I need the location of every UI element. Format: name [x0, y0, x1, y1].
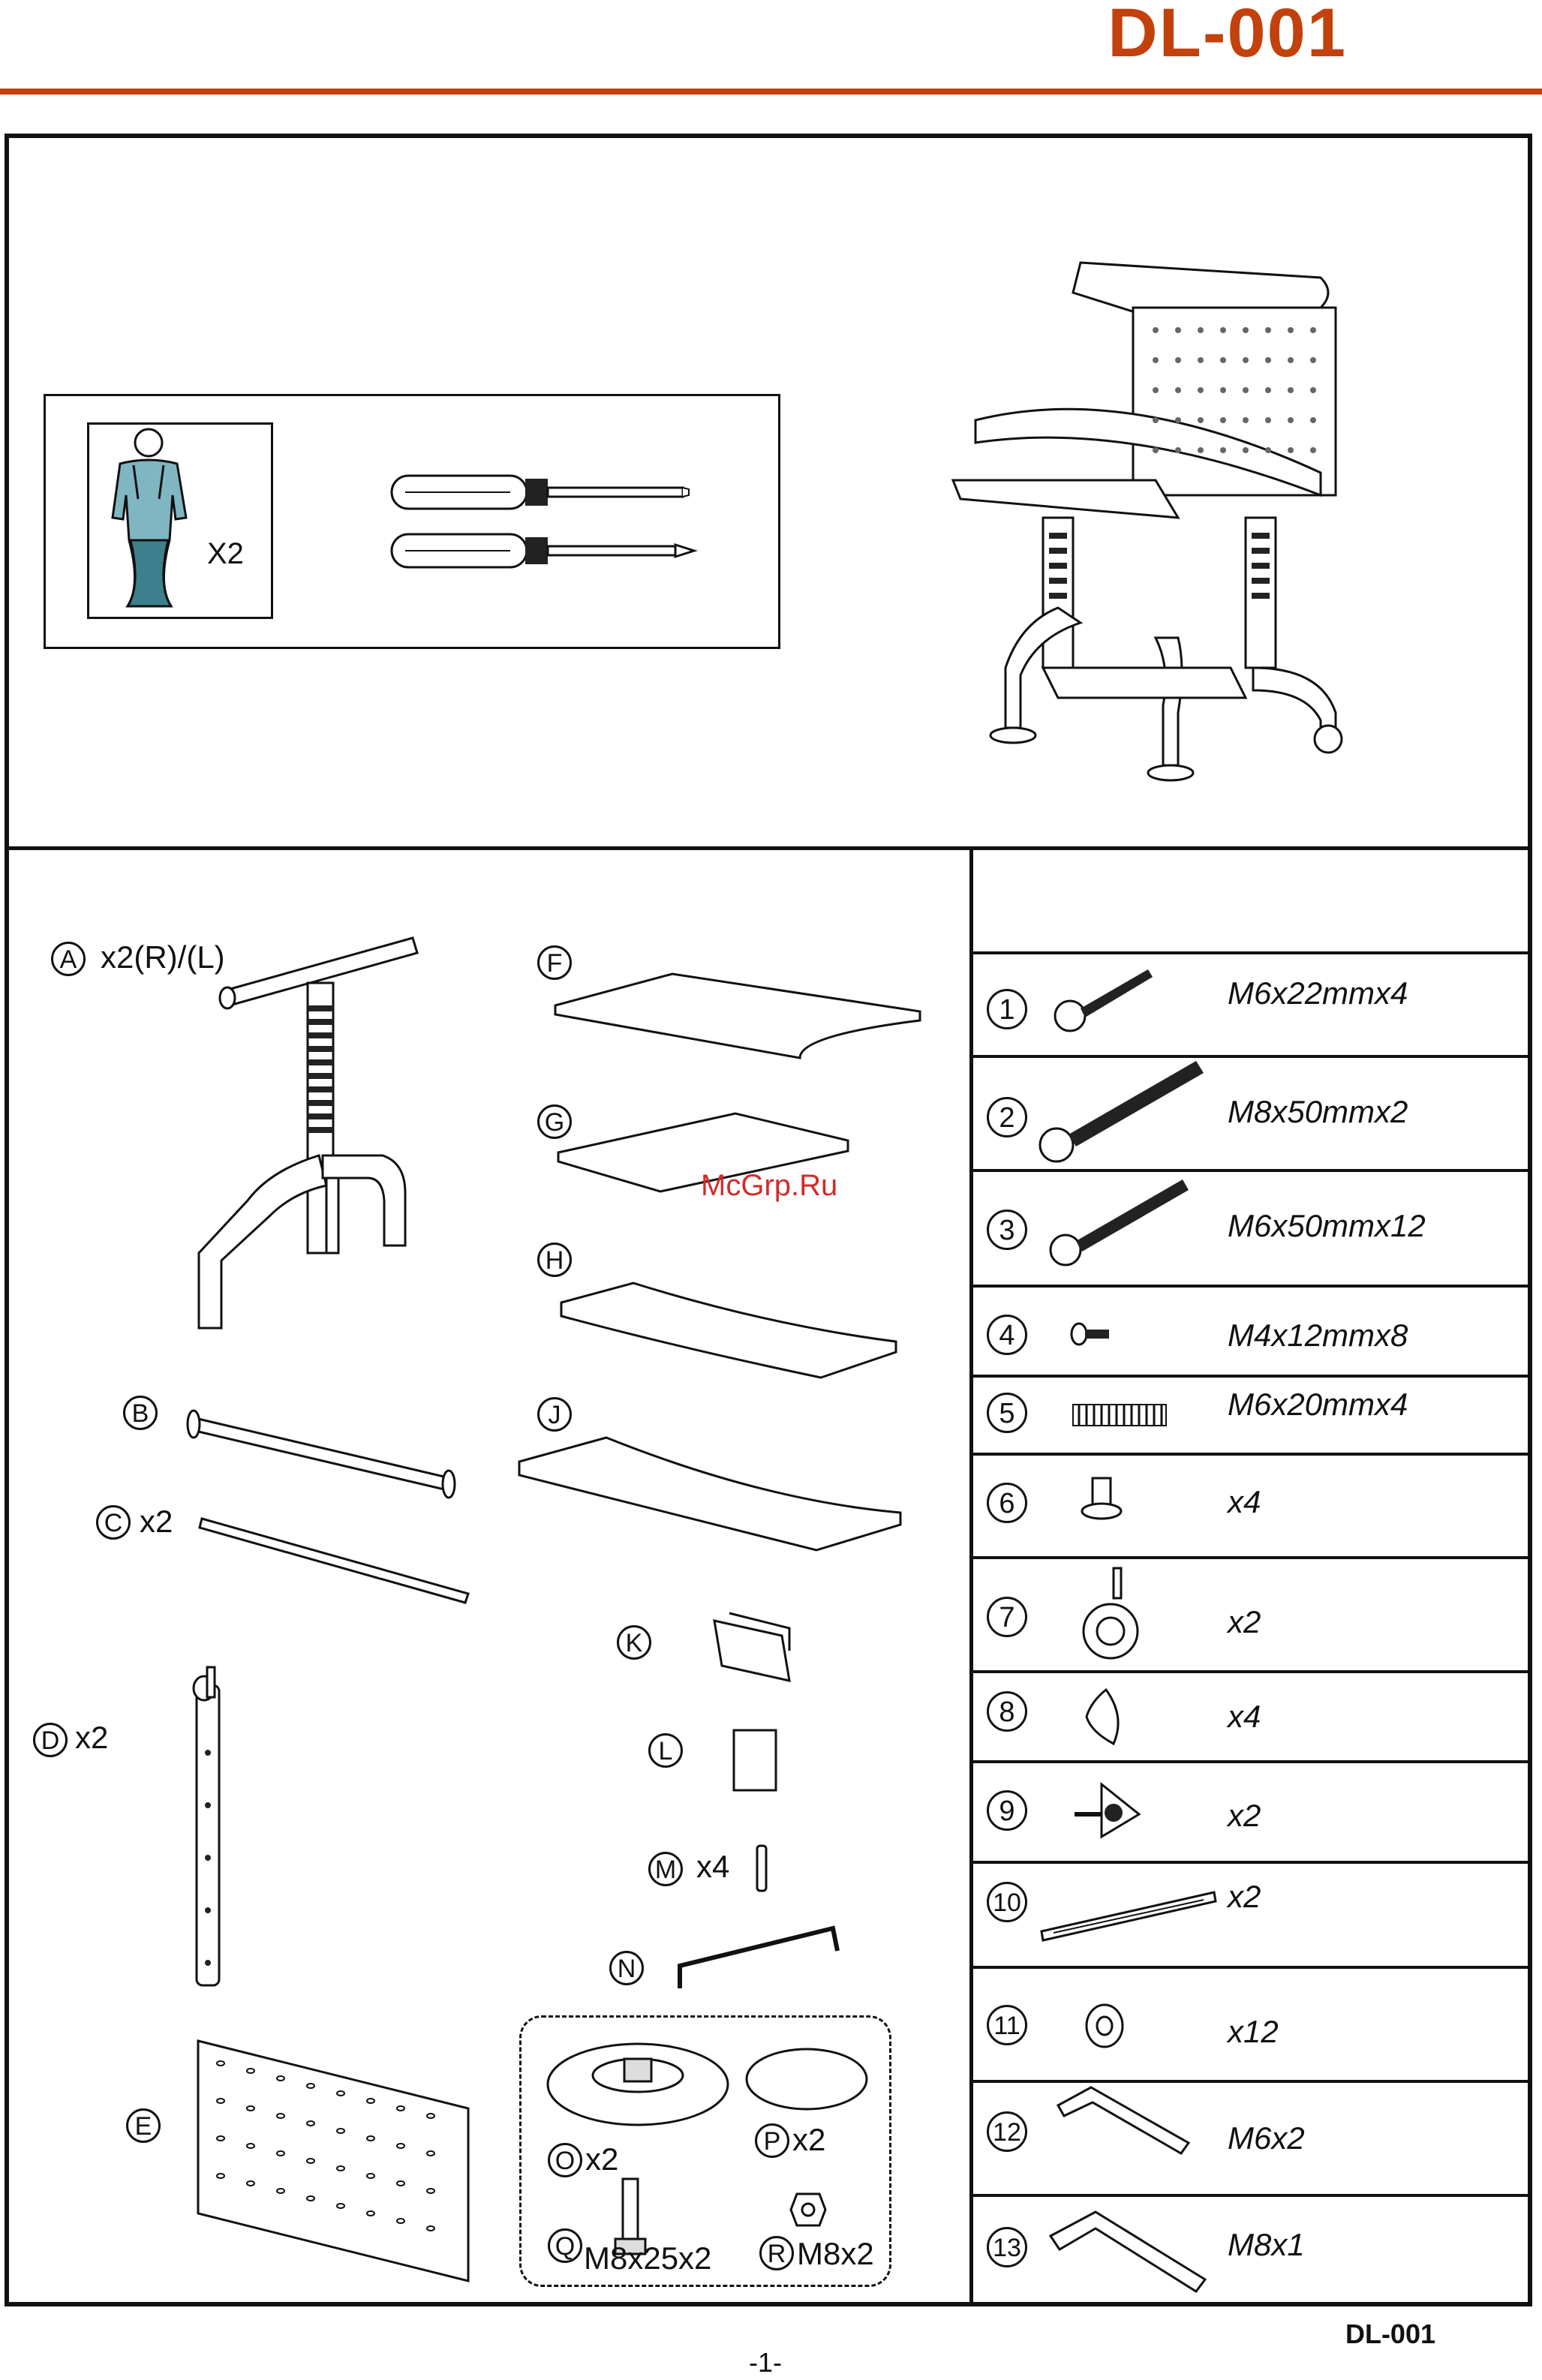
part-M-pin-icon	[753, 1843, 771, 1895]
part-H-top-shelf-icon	[558, 1280, 903, 1385]
part-label-M: M	[648, 1852, 683, 1886]
part-label-R: R	[759, 2236, 794, 2270]
hw-spec-1: M6x22mmx4	[1228, 975, 1408, 1011]
drawer-slide-icon	[1039, 1886, 1219, 1946]
hw-number-8: 8	[987, 1691, 1027, 1732]
part-qty-Q: M8x25x2	[584, 2240, 711, 2276]
part-label-C: C	[96, 1505, 131, 1540]
part-qty-C: x2	[140, 1504, 173, 1540]
hw-number-11: 11	[987, 2005, 1027, 2045]
caster-wheel-icon	[1072, 1565, 1147, 1663]
watermark: McGrp.Ru	[701, 1169, 837, 1203]
header-rule	[0, 89, 1542, 95]
hw-spec-10: x2	[1228, 1879, 1261, 1915]
part-label-H: H	[537, 1243, 572, 1277]
part-label-J: J	[537, 1397, 572, 1432]
part-label-K: K	[617, 1625, 651, 1660]
people-count: X2	[207, 537, 244, 571]
part-C-rod-icon	[198, 1511, 476, 1609]
hw-spec-8: x4	[1228, 1699, 1261, 1735]
hw-spec-9: x2	[1228, 1798, 1261, 1834]
flathead-screwdriver-icon	[390, 471, 690, 516]
part-qty-M: x4	[696, 1849, 729, 1885]
footer-model: DL-001	[1345, 2318, 1435, 2350]
hw-number-3: 3	[987, 1210, 1027, 1250]
hw-row-divider	[972, 1169, 1531, 1172]
bolt-icon	[1051, 963, 1156, 1038]
bolt-icon	[1036, 1056, 1208, 1169]
bracket-clip-icon	[1084, 1687, 1129, 1747]
part-label-D: D	[33, 1723, 68, 1757]
part-label-O: O	[548, 2143, 582, 2177]
part-A-leg-frame-icon	[188, 930, 435, 1336]
hw-number-12: 12	[987, 2111, 1027, 2152]
hw-row-divider	[972, 2194, 1531, 2197]
hw-row-divider	[972, 951, 1531, 954]
part-D-post-icon	[177, 1663, 237, 1993]
hw-number-10: 10	[987, 1882, 1027, 1922]
part-B-crossbar-icon	[180, 1396, 465, 1516]
part-label-B: B	[123, 1396, 158, 1430]
part-qty-P: x2	[792, 2122, 825, 2158]
hw-number-1: 1	[987, 989, 1027, 1029]
screw-icon	[1069, 1315, 1114, 1352]
allen-key-icon	[1046, 2206, 1211, 2296]
part-label-N: N	[609, 1951, 644, 1985]
threaded-rod-icon	[1072, 1402, 1169, 1429]
part-P-pad-icon	[743, 2045, 870, 2113]
part-label-P: P	[755, 2123, 789, 2158]
part-R-nut-icon	[789, 2191, 827, 2228]
part-J-keyboard-tray-icon	[516, 1433, 906, 1553]
hardware-column-divider	[969, 846, 973, 2306]
part-qty-R: M8x2	[797, 2236, 874, 2272]
part-qty-O: x2	[585, 2141, 618, 2177]
part-qty-D: x2	[75, 1720, 108, 1756]
hw-spec-12: M6x2	[1228, 2120, 1305, 2156]
hw-row-divider	[972, 1760, 1531, 1763]
part-L-box-holder-icon	[729, 1723, 782, 1795]
hw-number-2: 2	[987, 1097, 1027, 1137]
section-divider	[5, 846, 1532, 850]
hw-row-divider	[972, 1556, 1531, 1559]
part-K-file-holder-icon	[707, 1606, 797, 1688]
hw-row-divider	[972, 1966, 1531, 1969]
phillips-screwdriver-icon	[390, 530, 698, 575]
hw-number-9: 9	[987, 1790, 1027, 1831]
allen-key-icon	[1054, 2083, 1196, 2158]
hw-number-5: 5	[987, 1393, 1027, 1433]
part-E-pegboard-icon	[191, 2033, 476, 2288]
hw-row-divider	[972, 1453, 1531, 1456]
part-label-E: E	[126, 2108, 161, 2143]
hw-spec-11: x12	[1228, 2014, 1279, 2050]
part-F-shelf-icon	[552, 968, 927, 1065]
part-label-Q: Q	[548, 2228, 582, 2263]
washer-icon	[1082, 2002, 1127, 2050]
hw-row-divider	[972, 1285, 1531, 1288]
knob-icon	[1072, 1777, 1147, 1844]
part-label-L: L	[648, 1733, 683, 1768]
hw-spec-4: M4x12mmx8	[1228, 1318, 1408, 1354]
part-N-bracket-icon	[675, 1921, 848, 1996]
part-O-foot-base-icon	[540, 2038, 735, 2128]
hw-number-4: 4	[987, 1315, 1027, 1355]
glide-icon	[1079, 1475, 1124, 1523]
worker-icon	[98, 428, 203, 615]
model-title: DL-001	[1108, 0, 1347, 73]
hw-row-divider	[972, 1861, 1531, 1864]
hw-spec-5: M6x20mmx4	[1228, 1387, 1408, 1423]
hw-spec-6: x4	[1228, 1484, 1261, 1520]
hw-spec-2: M8x50mmx2	[1228, 1094, 1408, 1130]
bolt-icon	[1045, 1175, 1195, 1273]
hw-row-divider	[972, 1670, 1531, 1673]
part-label-A: A	[51, 942, 86, 976]
hw-number-6: 6	[987, 1483, 1027, 1523]
hw-number-13: 13	[987, 2227, 1027, 2267]
page-number: -1-	[749, 2347, 782, 2378]
hw-spec-7: x2	[1228, 1604, 1261, 1640]
hw-row-divider	[972, 1375, 1531, 1378]
assembled-desk-illustration	[930, 248, 1373, 803]
hw-spec-3: M6x50mmx12	[1228, 1208, 1426, 1244]
hw-number-7: 7	[987, 1597, 1027, 1637]
hw-spec-13: M8x1	[1228, 2227, 1305, 2263]
